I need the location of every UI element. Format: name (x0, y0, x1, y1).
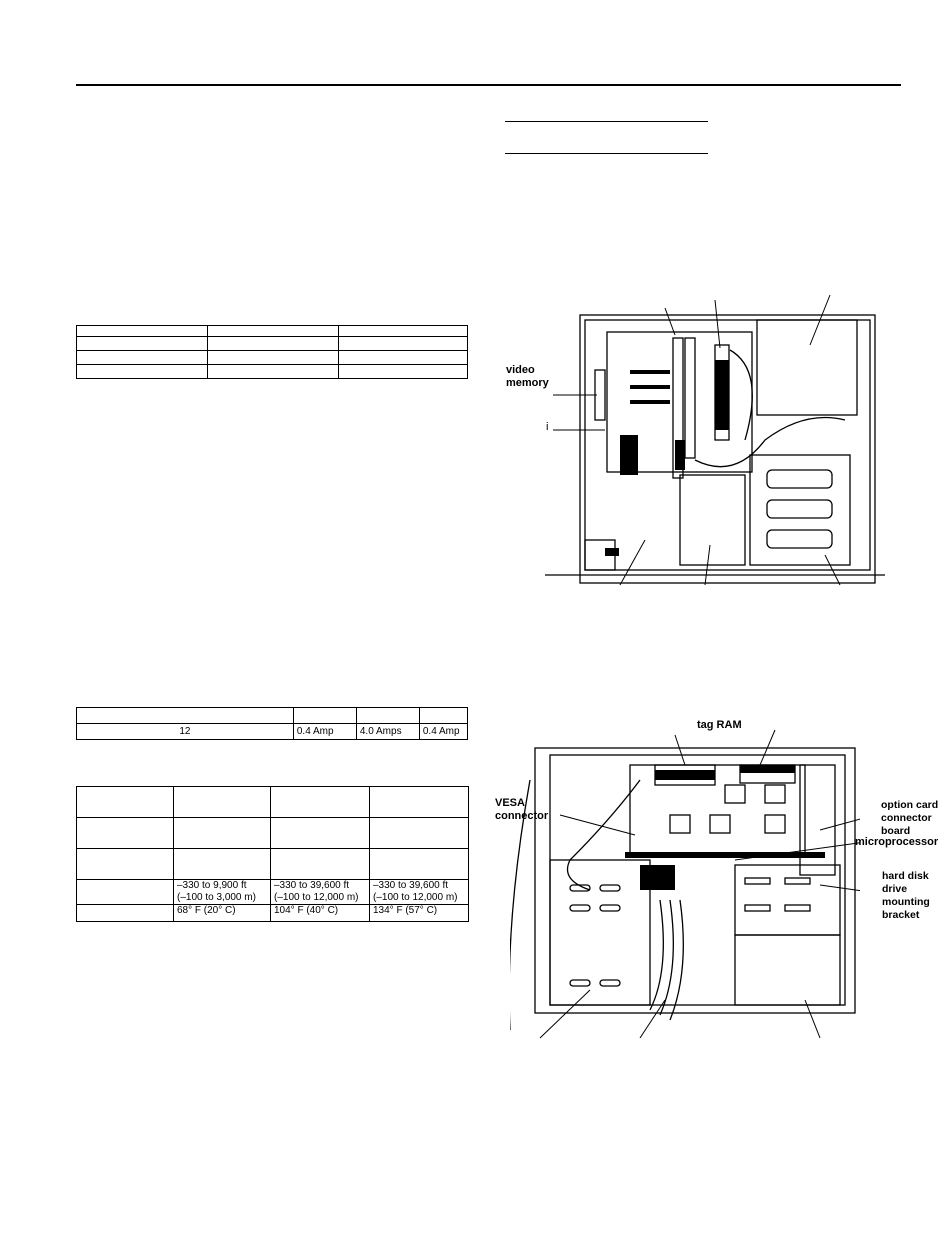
altitude-cell-2: –330 to 39,600 ft (–100 to 12,000 m) (270, 879, 370, 905)
page-top-rule (76, 84, 901, 86)
temp-cell-2: 104° F (40° C) (270, 904, 370, 922)
label-option-card-board: option card connector board (881, 799, 939, 837)
label-vesa-connector: VESA connector (495, 797, 549, 822)
table-row: 12 0.4 Amp 4.0 Amps 0.4 Amp (76, 723, 469, 740)
label-tag-ram: tag RAM (697, 719, 742, 731)
power-value-voltage: 12 (76, 723, 294, 740)
altitude-cell-1: –330 to 9,900 ft (–100 to 3,000 m) (173, 879, 271, 905)
environment-table: –330 to 9,900 ft (–100 to 3,000 m) –330 … (76, 786, 469, 922)
label-microprocessor: microprocessor (855, 836, 939, 848)
table-row (76, 364, 468, 379)
computer-interior-figure-1 (545, 294, 885, 586)
label-marker: i (546, 421, 549, 433)
power-value-3: 0.4 Amp (418, 723, 469, 740)
table-row (76, 325, 468, 337)
power-table: 12 0.4 Amp 4.0 Amps 0.4 Amp (76, 707, 469, 740)
table-row: –330 to 9,900 ft (–100 to 3,000 m) –330 … (76, 879, 469, 905)
table-row (76, 786, 469, 818)
table-row (76, 817, 469, 849)
computer-interior-figure-2 (510, 729, 860, 1039)
table-row (76, 350, 468, 365)
spec-table-empty (76, 325, 468, 379)
temp-cell-1: 68° F (20° C) (173, 904, 271, 922)
heading-rule-2 (505, 153, 708, 154)
power-value-1: 0.4 Amp (292, 723, 357, 740)
heading-rule-1 (505, 121, 708, 122)
power-value-2: 4.0 Amps (355, 723, 420, 740)
table-row (76, 848, 469, 880)
table-row (76, 707, 469, 724)
table-row (76, 336, 468, 351)
temp-cell-3: 134° F (57° C) (369, 904, 469, 922)
table-row: 68° F (20° C) 104° F (40° C) 134° F (57°… (76, 904, 469, 922)
altitude-cell-3: –330 to 39,600 ft (–100 to 12,000 m) (369, 879, 469, 905)
label-hard-disk-bracket: hard disk drive mounting bracket (882, 870, 930, 921)
label-video-memory: video memory (506, 364, 549, 389)
